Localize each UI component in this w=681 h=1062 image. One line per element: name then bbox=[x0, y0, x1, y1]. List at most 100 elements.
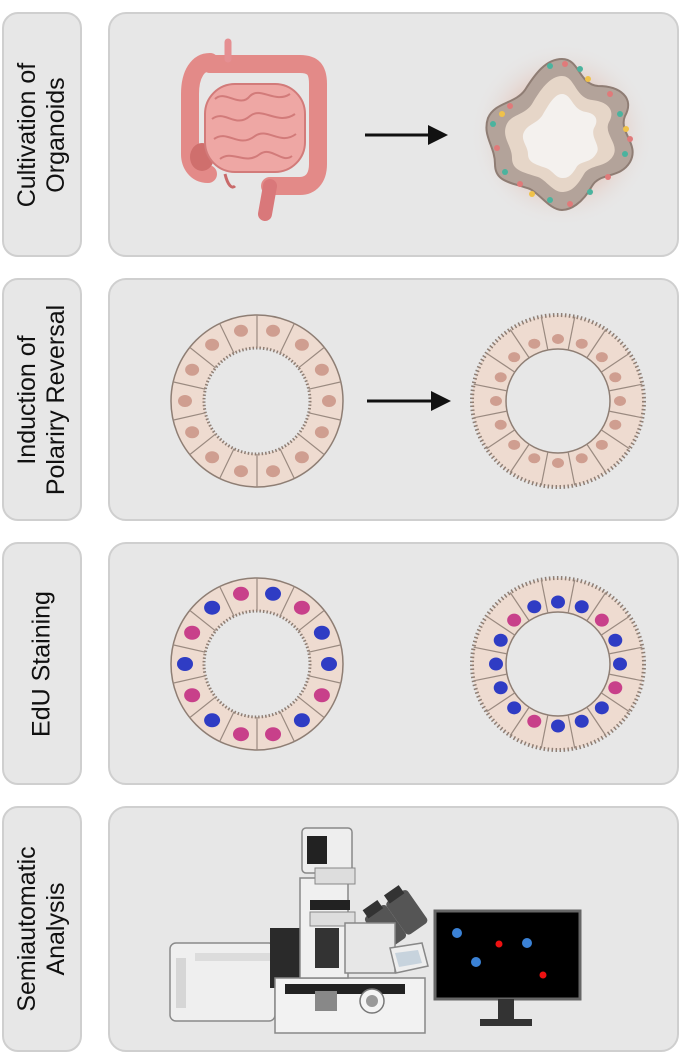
cell-boundary bbox=[189, 609, 216, 632]
cell-nucleus bbox=[265, 586, 282, 601]
cell-boundary bbox=[509, 443, 530, 473]
cell-nucleus bbox=[321, 657, 337, 671]
cell-nucleus bbox=[205, 338, 220, 351]
cell-nucleus bbox=[552, 458, 564, 468]
cell-nucleus bbox=[314, 363, 329, 376]
cell-boundary bbox=[608, 646, 643, 655]
panel-cultivation bbox=[108, 12, 679, 257]
cell-nucleus bbox=[177, 657, 193, 671]
organoid-edu-apical-in-icon bbox=[170, 577, 344, 751]
cell-nucleus bbox=[574, 714, 589, 728]
cell-nucleus bbox=[575, 338, 588, 349]
cell-boundary bbox=[173, 644, 206, 653]
cell-boundary bbox=[298, 433, 325, 456]
organoid-icon bbox=[470, 43, 654, 227]
cell-nucleus bbox=[233, 465, 248, 478]
cell-boundary bbox=[600, 352, 630, 373]
cell-nucleus bbox=[294, 338, 309, 351]
organoid-apical-in-icon bbox=[170, 314, 344, 488]
cell-nucleus bbox=[613, 657, 627, 671]
panel-edu bbox=[108, 542, 679, 785]
cell-boundary bbox=[509, 592, 530, 622]
cell-nucleus bbox=[233, 324, 248, 337]
cell-nucleus bbox=[493, 681, 508, 695]
panel-analysis-art bbox=[169, 827, 582, 1034]
cell-boundary bbox=[298, 696, 325, 719]
cell-nucleus bbox=[507, 701, 522, 715]
cell-nucleus bbox=[594, 613, 609, 627]
panel-cultivation-art bbox=[181, 38, 654, 227]
step-label-4: Semiautomatic Analysis bbox=[13, 846, 71, 1011]
cell-boundary bbox=[279, 586, 295, 617]
detected-edu-dot bbox=[495, 940, 503, 948]
arrow-icon bbox=[367, 391, 451, 411]
cell-boundary bbox=[473, 410, 508, 419]
step-label-box-4: Semiautomatic Analysis bbox=[2, 806, 82, 1052]
cell-nucleus bbox=[204, 713, 221, 728]
cell-boundary bbox=[608, 410, 643, 419]
cell-nucleus bbox=[185, 363, 200, 376]
cell-boundary bbox=[567, 714, 576, 749]
cell-nucleus bbox=[313, 625, 330, 640]
cell-nucleus bbox=[508, 352, 521, 363]
cell-nucleus bbox=[489, 657, 503, 671]
cell-boundary bbox=[473, 673, 508, 682]
cell-boundary bbox=[509, 329, 530, 359]
cell-boundary bbox=[308, 412, 341, 421]
cell-nucleus bbox=[527, 600, 542, 614]
cell-nucleus bbox=[232, 727, 249, 742]
cell-boundary bbox=[298, 346, 325, 369]
cell-boundary bbox=[298, 609, 325, 632]
panel-analysis bbox=[108, 806, 679, 1052]
step-label-2-line2: Polariry Reversal bbox=[42, 304, 70, 495]
cell-nucleus bbox=[595, 352, 608, 363]
cell-nucleus bbox=[266, 465, 281, 478]
cell-boundary bbox=[279, 448, 295, 479]
cell-boundary bbox=[567, 316, 576, 351]
cell-nucleus bbox=[614, 396, 626, 406]
cell-nucleus bbox=[528, 453, 541, 464]
step-label-2: Induction of Polariry Reversal bbox=[13, 304, 71, 494]
step-label-1-line2: Organoids bbox=[42, 76, 70, 193]
cell-boundary bbox=[308, 381, 341, 390]
step-label-1: Cultivation of Organoids bbox=[13, 62, 71, 207]
cell-boundary bbox=[586, 329, 607, 359]
cell-nucleus bbox=[490, 396, 502, 406]
cell-boundary bbox=[586, 592, 607, 622]
cell-nucleus bbox=[507, 613, 522, 627]
cell-boundary bbox=[509, 706, 530, 736]
cell-nucleus bbox=[594, 701, 609, 715]
cell-nucleus bbox=[609, 372, 622, 383]
cell-nucleus bbox=[493, 633, 508, 647]
cell-nucleus bbox=[528, 338, 541, 349]
cell-nucleus bbox=[204, 600, 221, 615]
cell-nucleus bbox=[608, 633, 623, 647]
intestine-icon bbox=[181, 38, 327, 221]
organoid-edu-apical-out-icon bbox=[470, 576, 646, 752]
step-label-4-line2: Analysis bbox=[42, 882, 70, 976]
cell-boundary bbox=[173, 412, 206, 421]
cell-nucleus bbox=[551, 719, 565, 733]
cell-boundary bbox=[308, 644, 341, 653]
cell-nucleus bbox=[313, 688, 330, 703]
microscope-icon bbox=[169, 827, 429, 1034]
cell-boundary bbox=[608, 673, 643, 682]
cell-nucleus bbox=[609, 419, 622, 430]
cell-boundary bbox=[586, 443, 607, 473]
cell-boundary bbox=[600, 429, 630, 450]
cell-boundary bbox=[608, 383, 643, 392]
detected-nucleus-dot bbox=[452, 928, 462, 938]
cell-boundary bbox=[473, 646, 508, 655]
step-label-box-1: Cultivation of Organoids bbox=[2, 12, 82, 257]
cell-boundary bbox=[219, 711, 235, 742]
cell-nucleus bbox=[322, 395, 336, 407]
cell-boundary bbox=[189, 696, 216, 719]
cell-nucleus bbox=[575, 453, 588, 464]
panel-edu-art bbox=[170, 576, 646, 752]
cell-boundary bbox=[567, 451, 576, 486]
cell-nucleus bbox=[527, 714, 542, 728]
step-label-box-2: Induction of Polariry Reversal bbox=[2, 278, 82, 521]
cell-boundary bbox=[189, 346, 216, 369]
cell-boundary bbox=[219, 448, 235, 479]
cell-nucleus bbox=[508, 439, 521, 450]
